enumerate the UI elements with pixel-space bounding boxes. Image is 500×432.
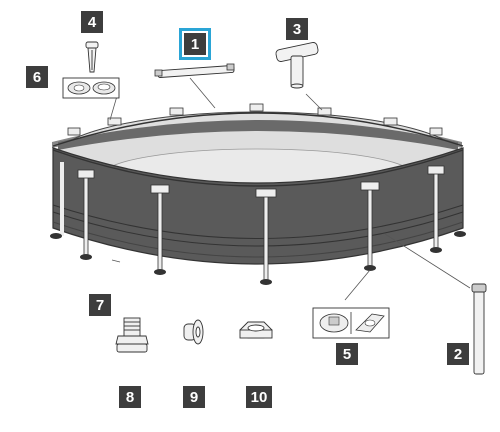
- top-rail-icon: [154, 63, 235, 78]
- leader-lines: [109, 77, 471, 301]
- callout-6: 6: [26, 66, 48, 88]
- vertical-legs: [60, 162, 438, 280]
- leg-cap-icon: [312, 307, 390, 339]
- top-rail-ring: [52, 112, 464, 187]
- t-joints-front: [77, 165, 445, 198]
- callout-10: 10: [246, 386, 272, 408]
- callout-3: 3: [286, 18, 308, 40]
- t-joints-back: [67, 103, 443, 136]
- pin-icon: [85, 41, 99, 73]
- callout-1: 1: [179, 28, 211, 60]
- callout-9: 9: [183, 386, 205, 408]
- pool-liner: [52, 111, 464, 265]
- callout-5: 5: [336, 343, 358, 365]
- seal-icon: [62, 77, 120, 99]
- vertical-leg-icon: [471, 283, 487, 375]
- leg-feet: [50, 231, 466, 285]
- callout-2: 2: [447, 343, 469, 365]
- nut-icon: [239, 321, 273, 339]
- callout-7: 7: [89, 294, 111, 316]
- leg-outlines: [83, 172, 439, 280]
- strainer-icon: [183, 319, 204, 345]
- t-joint-icon: [275, 42, 319, 89]
- callout-8: 8: [119, 386, 141, 408]
- callout-4: 4: [81, 11, 103, 33]
- drain-valve-icon: [115, 317, 149, 353]
